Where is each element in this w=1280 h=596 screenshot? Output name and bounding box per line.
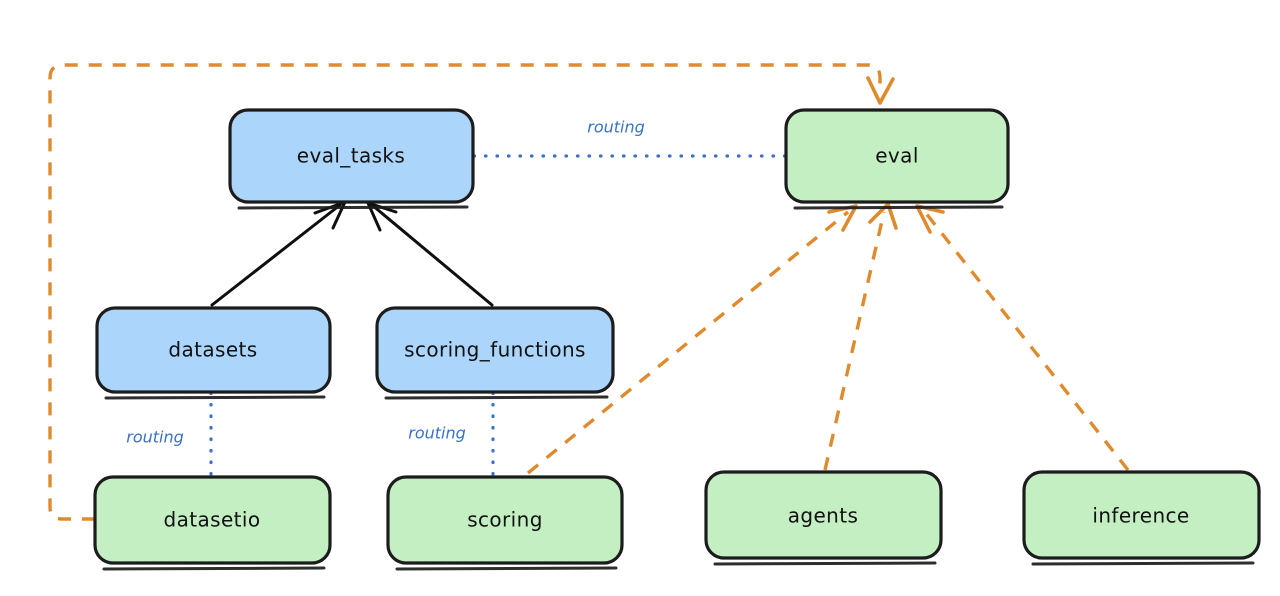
routing-edges bbox=[209, 154, 788, 478]
edge-datasetio-eval bbox=[48, 63, 895, 521]
node-scoring[interactable]: scoring bbox=[386, 475, 624, 571]
node-datasetio-shadow bbox=[102, 566, 326, 571]
node-datasets[interactable]: datasets bbox=[95, 306, 332, 400]
node-datasets-label: datasets bbox=[168, 338, 257, 362]
node-eval-shadow bbox=[793, 205, 1004, 210]
edge-labels: routing routing routing bbox=[126, 118, 645, 447]
arrowhead-datasetio-eval bbox=[866, 76, 895, 105]
node-scoring-box[interactable] bbox=[386, 475, 624, 565]
node-agents[interactable]: agents bbox=[704, 470, 943, 566]
node-eval-label: eval bbox=[875, 144, 919, 168]
node-inference-box[interactable] bbox=[1022, 470, 1261, 560]
node-datasets-shadow bbox=[104, 395, 326, 400]
edge-datasets-eval_tasks bbox=[210, 200, 347, 307]
node-scoring_functions-box[interactable] bbox=[375, 306, 615, 394]
edge-path-scoring-eval bbox=[526, 210, 850, 475]
edge-path-scoringfn-eval_tasks bbox=[370, 203, 494, 307]
node-eval_tasks-box[interactable] bbox=[228, 108, 475, 204]
node-eval_tasks[interactable]: eval_tasks bbox=[228, 108, 475, 210]
node-datasetio[interactable]: datasetio bbox=[93, 475, 332, 571]
edge-label-routing-scoring: routing bbox=[408, 424, 466, 443]
node-inference[interactable]: inference bbox=[1022, 470, 1261, 566]
node-agents-shadow bbox=[713, 561, 937, 566]
node-scoring-label: scoring bbox=[467, 508, 543, 532]
edge-label-routing-eval: routing bbox=[587, 118, 645, 137]
edge-scoringfn-eval_tasks bbox=[366, 201, 494, 307]
node-inference-shadow bbox=[1031, 561, 1255, 566]
node-scoring_functions[interactable]: scoring_functions bbox=[375, 306, 615, 400]
inheritance-edges bbox=[210, 200, 494, 307]
edge-path-inference-eval bbox=[923, 210, 1130, 472]
node-eval[interactable]: eval bbox=[784, 108, 1010, 210]
node-eval_tasks-label: eval_tasks bbox=[297, 144, 405, 168]
edge-path-datasets-eval_tasks bbox=[210, 203, 342, 307]
node-datasetio-label: datasetio bbox=[163, 508, 260, 532]
node-eval-box[interactable] bbox=[784, 108, 1010, 204]
node-eval_tasks-shadow bbox=[237, 205, 469, 210]
edge-inference-eval bbox=[915, 204, 1130, 472]
node-scoring-shadow bbox=[395, 566, 618, 571]
node-scoring_functions-shadow bbox=[384, 395, 609, 400]
edge-label-routing-datasetio: routing bbox=[126, 428, 184, 447]
node-agents-box[interactable] bbox=[704, 470, 943, 560]
node-scoring_functions-label: scoring_functions bbox=[404, 338, 586, 362]
node-agents-label: agents bbox=[788, 504, 859, 528]
edge-path-datasetio-eval bbox=[48, 63, 882, 521]
edge-path-agents-eval bbox=[823, 211, 886, 471]
node-datasetio-box[interactable] bbox=[93, 475, 332, 565]
node-datasets-box[interactable] bbox=[95, 306, 332, 394]
edge-scoring-eval bbox=[526, 204, 858, 475]
edge-agents-eval bbox=[823, 202, 898, 471]
node-inference-label: inference bbox=[1092, 504, 1189, 528]
nodes: eval_tasks eval datasets scoring_functio… bbox=[93, 108, 1261, 571]
arrowhead-agents-eval bbox=[868, 202, 898, 230]
arrowhead-scoring-eval bbox=[827, 204, 858, 232]
